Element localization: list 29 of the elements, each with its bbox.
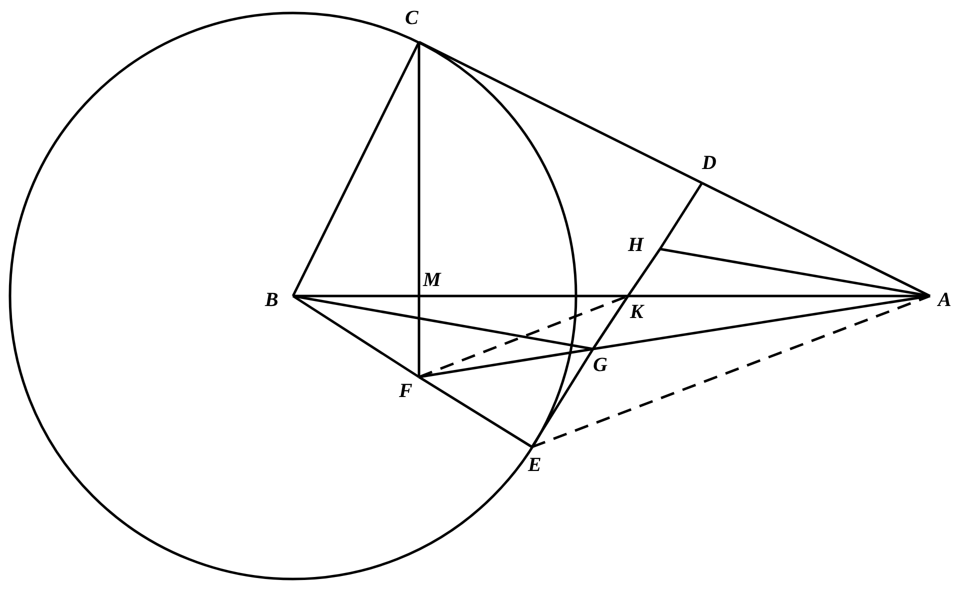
line-segment xyxy=(418,348,594,378)
line-segment xyxy=(592,295,630,350)
point-label: B xyxy=(265,290,278,310)
dashed-line-segment xyxy=(418,294,628,378)
line-segment xyxy=(418,296,420,377)
line-segment xyxy=(592,294,930,350)
point-label: H xyxy=(628,235,644,255)
line-segment xyxy=(418,42,420,296)
line-segment xyxy=(418,376,533,448)
point-label: C xyxy=(405,8,418,28)
line-segment xyxy=(530,348,594,448)
line-segment xyxy=(626,248,662,297)
line-segment xyxy=(292,41,420,297)
point-label: E xyxy=(528,455,542,475)
line-segment xyxy=(292,294,594,350)
point-label: K xyxy=(630,302,644,322)
point-label: G xyxy=(593,355,608,375)
line-segment xyxy=(293,294,419,298)
line-segment xyxy=(292,294,420,378)
line-segment xyxy=(658,182,704,250)
point-label: D xyxy=(702,153,716,173)
line-segment xyxy=(418,40,703,184)
point-label: A xyxy=(938,290,952,310)
point-label: F xyxy=(399,381,412,401)
line-segment xyxy=(419,294,628,298)
line-segment xyxy=(660,248,930,298)
line-segment xyxy=(701,182,931,298)
point-label: M xyxy=(423,270,441,290)
dashed-line-segment xyxy=(532,294,930,448)
